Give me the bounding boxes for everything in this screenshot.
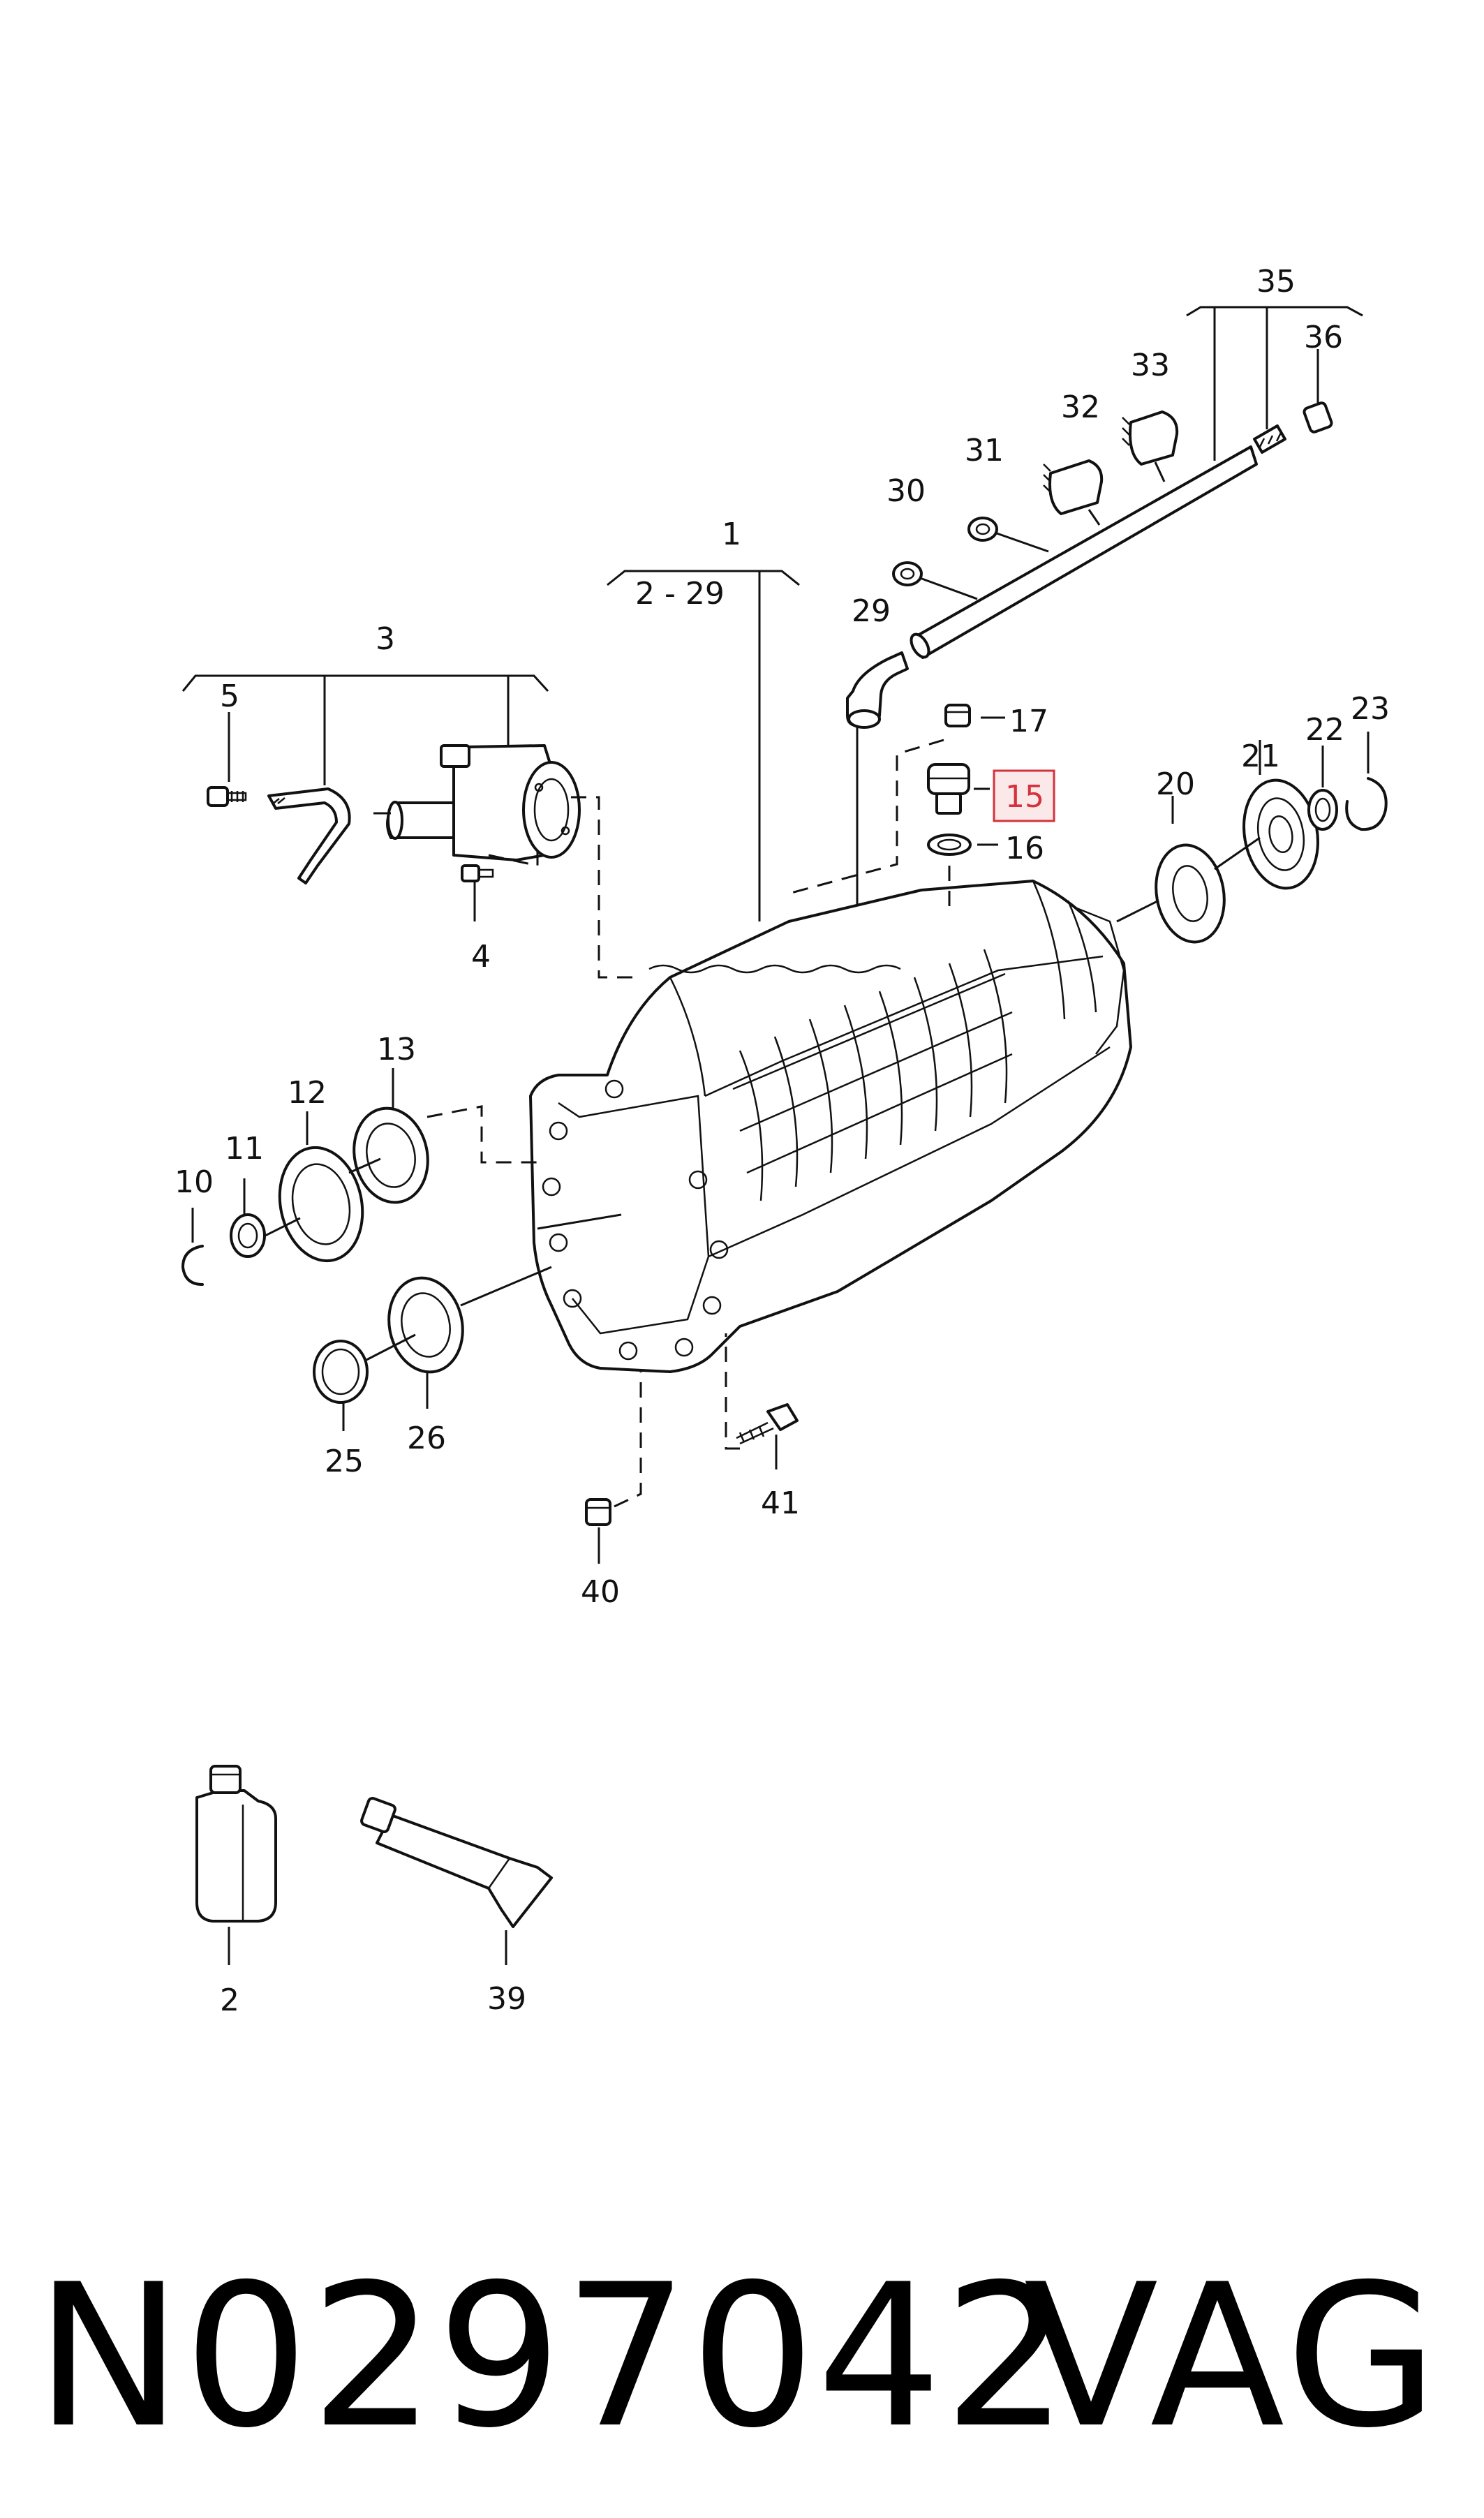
transfer-case-housing-1: [529, 880, 1132, 1373]
clamp-31: [967, 517, 1049, 553]
oil-bottle-2: [195, 1765, 277, 1965]
callout-33: 33: [1131, 348, 1170, 383]
callout-16: 16: [1005, 831, 1044, 866]
clip-33: [1122, 410, 1179, 482]
brand-label: VAG: [1023, 2242, 1442, 2471]
seal-26: [366, 1266, 552, 1409]
vent-line-hose: [910, 445, 1258, 659]
callout-labels: 1 2 - 29 2 3 4 5 10 11 12 13 15 16 17 20…: [175, 264, 1390, 2018]
callout-32: 32: [1061, 390, 1100, 425]
callout-40: 40: [581, 1574, 620, 1610]
callout-35: 35: [1256, 264, 1296, 299]
grease-tube-39: [360, 1797, 553, 1965]
bracket-arm-3: [267, 787, 351, 884]
bolt-5: [207, 712, 247, 807]
part-number-label: N0297042: [35, 2242, 1070, 2471]
callout-15-highlight: [993, 769, 1055, 822]
bracket-group-3: [181, 674, 549, 785]
callout-15: 15: [1005, 779, 1044, 815]
housing-bolt-holes: [542, 1079, 729, 1361]
callout-3: 3: [376, 621, 395, 657]
vent-elbow-29: [846, 651, 909, 920]
ring-11: [230, 1178, 266, 1258]
leader-3-housing: [571, 796, 639, 979]
seal-ring-16: [927, 834, 998, 914]
callout-17: 17: [1009, 704, 1048, 739]
callout-25: 25: [325, 1444, 364, 1479]
actuator-assembly-3: [373, 744, 581, 861]
bushing-40: [585, 1372, 642, 1564]
bolt-4: [461, 848, 539, 921]
callout-5: 5: [220, 679, 239, 714]
callout-10: 10: [175, 1164, 214, 1200]
clip-32: [1043, 459, 1104, 526]
callout-20: 20: [1156, 766, 1195, 802]
callout-1: 1: [722, 517, 741, 552]
callout-12: 12: [288, 1075, 327, 1111]
callout-13: 13: [377, 1032, 416, 1067]
seal-20: [1116, 796, 1226, 944]
bracket-group-35: [1186, 306, 1363, 461]
cap-36: [1303, 349, 1333, 434]
clamp-30: [892, 561, 978, 600]
bracket-group-1: [607, 570, 800, 921]
callout-1-range: 2 - 29: [635, 576, 725, 612]
drain-plug-15: [927, 763, 990, 815]
callout-2: 2: [220, 1983, 239, 2018]
o-ring-22: [1307, 746, 1338, 831]
seal-12: [265, 1111, 364, 1263]
callout-26: 26: [407, 1421, 446, 1456]
callout-30: 30: [886, 473, 926, 509]
callout-31: 31: [965, 433, 1004, 468]
circlip-23: [1345, 732, 1388, 831]
callout-23: 23: [1351, 691, 1390, 727]
callout-41: 41: [761, 1486, 800, 1521]
plug-17: [788, 704, 1005, 895]
o-ring-25: [313, 1340, 369, 1431]
callout-22: 22: [1305, 712, 1344, 748]
bolt-41: [725, 1333, 799, 1469]
circlip-10: [181, 1208, 204, 1286]
callout-36: 36: [1304, 320, 1343, 355]
callout-21: 21: [1241, 739, 1280, 774]
seal-13: [348, 1068, 544, 1204]
callout-4: 4: [471, 939, 491, 975]
callout-11: 11: [225, 1131, 264, 1167]
callout-29: 29: [852, 593, 891, 629]
fitting-35: [1253, 424, 1286, 454]
callout-39: 39: [487, 1981, 526, 2017]
leader-internal: [537, 1213, 622, 1230]
